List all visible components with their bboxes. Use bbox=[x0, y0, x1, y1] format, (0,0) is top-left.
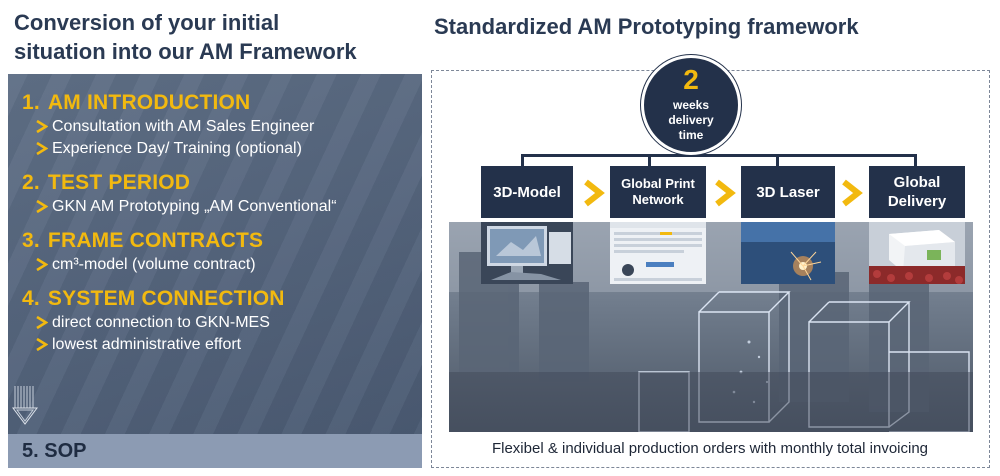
bullet-item: GKN AM Prototyping „AM Conventional“ bbox=[22, 196, 337, 218]
chevron-right-icon bbox=[36, 338, 48, 351]
sop-bar: 5. SOP bbox=[8, 434, 422, 468]
step-number: 3. bbox=[22, 229, 40, 252]
bullet-item: Experience Day/ Training (optional) bbox=[22, 138, 337, 160]
bullet-item: lowest administrative effort bbox=[22, 334, 337, 356]
step-test-period: 2. TEST PERIOD GKN AM Prototyping „AM Con… bbox=[22, 170, 337, 218]
connector-horizontal bbox=[522, 154, 917, 157]
steps-panel: 1. AM INTRODUCTION Consultation with AM S… bbox=[8, 74, 422, 434]
bullet-item: direct connection to GKN-MES bbox=[22, 312, 337, 334]
chevron-right-icon bbox=[842, 179, 863, 207]
stage-3d-model: 3D-Model bbox=[481, 166, 573, 218]
chevron-right-icon bbox=[584, 179, 605, 207]
thumb-delivery-image bbox=[869, 222, 965, 284]
thumb-3d-laser-image bbox=[741, 222, 835, 284]
step-number: 1. bbox=[22, 91, 40, 114]
chevron-right-icon bbox=[36, 120, 48, 133]
step-system-connection: 4. SYSTEM CONNECTION direct connection to… bbox=[22, 286, 337, 356]
bullet-item: cm³-model (volume contract) bbox=[22, 254, 337, 276]
down-arrow-icon bbox=[12, 386, 38, 425]
chevron-right-icon bbox=[36, 258, 48, 271]
chevron-right-icon bbox=[36, 316, 48, 329]
right-title: Standardized AM Prototyping framework bbox=[434, 14, 859, 39]
step-number: 2. bbox=[22, 171, 40, 194]
step-am-introduction: 1. AM INTRODUCTION Consultation with AM S… bbox=[22, 90, 337, 160]
thumb-print-network-image bbox=[610, 222, 706, 284]
step-label: FRAME CONTRACTS bbox=[47, 229, 264, 252]
chevron-right-icon bbox=[36, 200, 48, 213]
stage-global-delivery: Global Delivery bbox=[869, 166, 965, 218]
left-title: Conversion of your initial situation int… bbox=[14, 8, 414, 66]
delivery-text: weeks delivery time bbox=[668, 98, 714, 142]
step-frame-contracts: 3. FRAME CONTRACTS cm³-model (volume cont… bbox=[22, 228, 337, 276]
sop-label: 5. SOP bbox=[22, 440, 87, 462]
step-label: SYSTEM CONNECTION bbox=[47, 287, 285, 310]
chevron-right-icon bbox=[715, 179, 736, 207]
step-label: AM INTRODUCTION bbox=[47, 91, 251, 114]
steps-list: 1. AM INTRODUCTION Consultation with AM S… bbox=[22, 90, 337, 366]
framework-caption: Flexibel & individual production orders … bbox=[491, 440, 929, 457]
delivery-number: 2 bbox=[683, 64, 699, 95]
thumb-3d-model-image bbox=[481, 222, 573, 284]
stage-global-print-network: Global Print Network bbox=[610, 166, 706, 218]
left-title-line2: situation into our AM Framework bbox=[14, 39, 357, 64]
stage-3d-laser: 3D Laser bbox=[741, 166, 835, 218]
bullet-item: Consultation with AM Sales Engineer bbox=[22, 116, 337, 138]
chevron-right-icon bbox=[36, 142, 48, 155]
step-number: 4. bbox=[22, 287, 40, 310]
step-label: TEST PERIOD bbox=[47, 171, 191, 194]
delivery-time-badge: 2 weeks delivery time bbox=[641, 55, 741, 155]
left-title-line1: Conversion of your initial bbox=[14, 10, 280, 35]
